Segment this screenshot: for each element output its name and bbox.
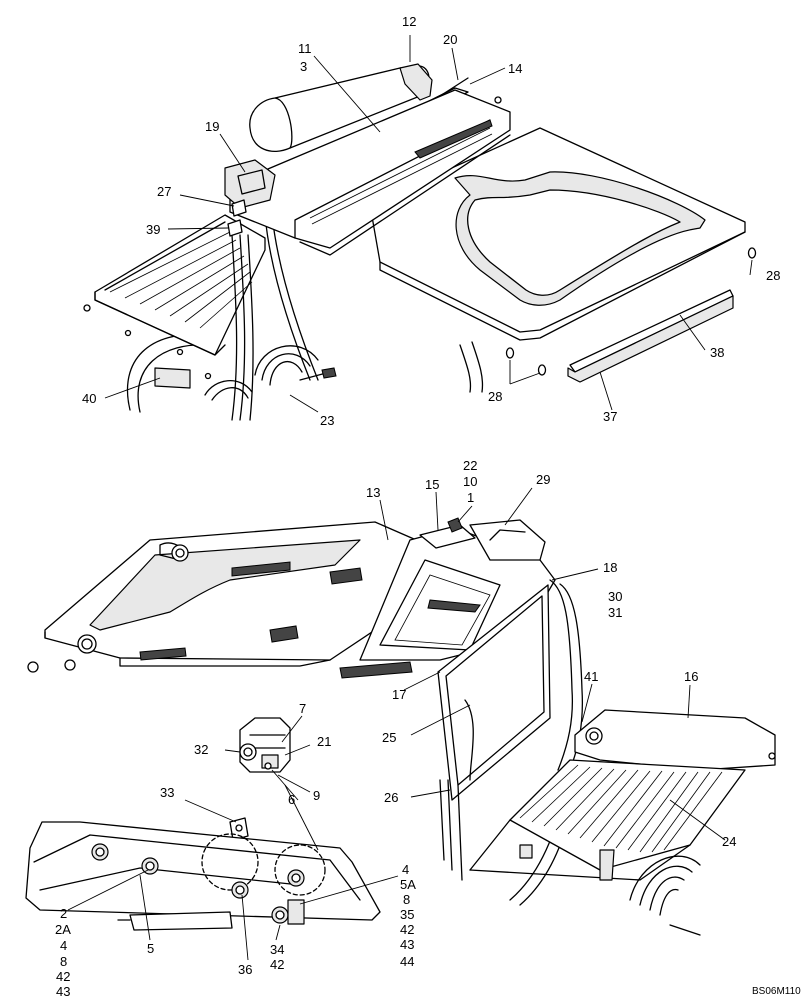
callout: 33 — [160, 785, 174, 800]
callout: 35 — [400, 907, 414, 922]
callout: 13 — [366, 485, 380, 500]
callout: 19 — [205, 119, 219, 134]
callout: 20 — [443, 32, 457, 47]
callout: 5A — [400, 877, 416, 892]
o-ring-28c — [537, 364, 547, 376]
callout: 10 — [463, 474, 477, 489]
fan-shroud — [629, 855, 701, 936]
o-ring-left-b — [64, 659, 76, 671]
callout: 42 — [400, 922, 414, 937]
latch-detail — [239, 717, 291, 773]
leaders-middle — [379, 487, 726, 841]
bottom-bracket-assembly — [25, 817, 381, 931]
callout: 8 — [403, 892, 410, 907]
callout: 22 — [463, 458, 477, 473]
callout: 42 — [270, 957, 284, 972]
clip-39 — [227, 219, 243, 237]
callout: 3 — [300, 59, 307, 74]
callout: 34 — [270, 942, 284, 957]
filter-panel-25 — [437, 584, 551, 801]
control-box-15 — [419, 524, 476, 549]
callout: 40 — [82, 391, 96, 406]
callout: 29 — [536, 472, 550, 487]
callout: 31 — [608, 605, 622, 620]
callout: 36 — [238, 962, 252, 977]
wire-harness — [231, 214, 337, 421]
callout: 28 — [766, 268, 780, 283]
bolts — [91, 843, 305, 924]
vent-slats — [109, 231, 253, 329]
clip-27 — [231, 199, 247, 217]
cylinder-36 — [129, 911, 233, 931]
callout: 9 — [313, 788, 320, 803]
callout: 27 — [157, 184, 171, 199]
vent-grilles — [139, 561, 413, 679]
callout: 38 — [710, 345, 724, 360]
callout: 28 — [488, 389, 502, 404]
o-ring-left-a — [27, 661, 39, 673]
callout: 7 — [299, 701, 306, 716]
leaders-bottom — [67, 715, 399, 961]
callout: 30 — [608, 589, 622, 604]
callout: 2 — [60, 906, 67, 921]
callout: 43 — [400, 937, 414, 952]
o-ring-28a — [747, 247, 757, 259]
callout: 1 — [467, 490, 474, 505]
callout: 12 — [402, 14, 416, 29]
roof-tray — [229, 89, 511, 249]
callout: 41 — [584, 669, 598, 684]
callout: 43 — [56, 984, 70, 999]
trim-strip-37 — [567, 295, 734, 383]
callout: 39 — [146, 222, 160, 237]
callout: 24 — [722, 834, 736, 849]
duct-end-cap-12 — [399, 63, 433, 101]
callout: 5 — [147, 941, 154, 956]
callout: 44 — [400, 954, 414, 969]
reference-code: BS06M110 — [752, 986, 801, 997]
callout: 11 — [298, 41, 312, 56]
sensor-29 — [469, 519, 546, 561]
callout-labels: 12 11 3 20 14 19 27 39 28 28 38 37 40 23… — [55, 14, 801, 999]
callout: 16 — [684, 669, 698, 684]
callout: 25 — [382, 730, 396, 745]
leaders-top — [104, 35, 753, 413]
callout: 4 — [60, 938, 67, 953]
callout: 26 — [384, 790, 398, 805]
blower-housing-19 — [224, 159, 276, 209]
callout: 4 — [402, 862, 409, 877]
callout: 37 — [603, 409, 617, 424]
top-assembly — [83, 63, 757, 421]
callout: 15 — [425, 477, 439, 492]
o-ring-28b — [505, 347, 515, 359]
coiled-cable — [204, 345, 319, 401]
callout: 32 — [194, 742, 208, 757]
callout: 42 — [56, 969, 70, 984]
bracket-40 — [154, 367, 191, 389]
callout: 17 — [392, 687, 406, 702]
callout: 14 — [508, 61, 522, 76]
callout: 23 — [320, 413, 334, 428]
callout: 6 — [288, 792, 295, 807]
callout: 2A — [55, 922, 71, 937]
callout: 8 — [60, 954, 67, 969]
callout: 21 — [317, 734, 331, 749]
callout: 18 — [603, 560, 617, 575]
condenser-fins — [519, 764, 723, 853]
middle-assembly — [27, 517, 776, 936]
condenser-cover-16 — [574, 709, 776, 771]
